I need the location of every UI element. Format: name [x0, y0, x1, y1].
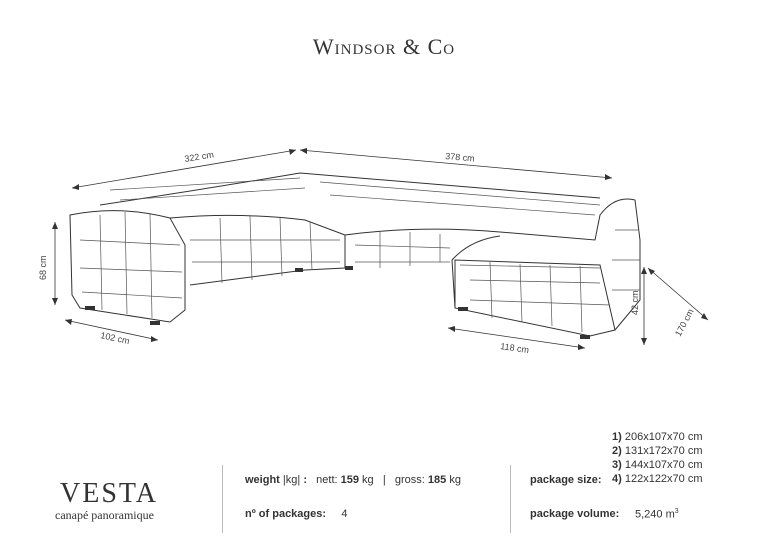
package-size-item: 4) 122x122x70 cm: [612, 473, 703, 485]
package-size-item: 2) 131x172x70 cm: [612, 445, 703, 457]
dim-chaise-length: 170 cm: [673, 307, 696, 338]
dim-seat-height: 42 cm: [630, 290, 640, 315]
package-volume-value: 5,240 m3: [635, 508, 679, 521]
dim-depth-left: 102 cm: [100, 330, 131, 346]
brand-logo: Windsor & Co: [312, 34, 456, 59]
sofa-outline: [69, 172, 641, 337]
package-size-item: 3) 144x107x70 cm: [612, 459, 703, 471]
package-volume-label: package volume:: [530, 508, 620, 520]
dim-height: 68 cm: [38, 255, 48, 280]
weight-row: weight |kg| : nett: 159 kg | gross: 185 …: [245, 474, 461, 486]
dimension-arrows: [52, 148, 708, 350]
divider: [222, 465, 223, 533]
tufting-pattern: [79, 177, 640, 333]
packages-row: nº of packages: 4: [245, 508, 348, 520]
dim-top-left: 322 cm: [184, 149, 215, 163]
dim-chaise-width: 118 cm: [500, 341, 530, 355]
product-type: canapé panoramique: [55, 508, 154, 522]
sofa-legs: [85, 266, 590, 339]
dim-top-right: 378 cm: [445, 151, 475, 164]
dimension-lines: [54, 149, 709, 349]
package-size-item: 1) 206x107x70 cm: [612, 431, 703, 443]
package-size-label: package size:: [530, 474, 602, 486]
product-name: VESTA: [60, 478, 158, 509]
divider: [510, 465, 511, 533]
